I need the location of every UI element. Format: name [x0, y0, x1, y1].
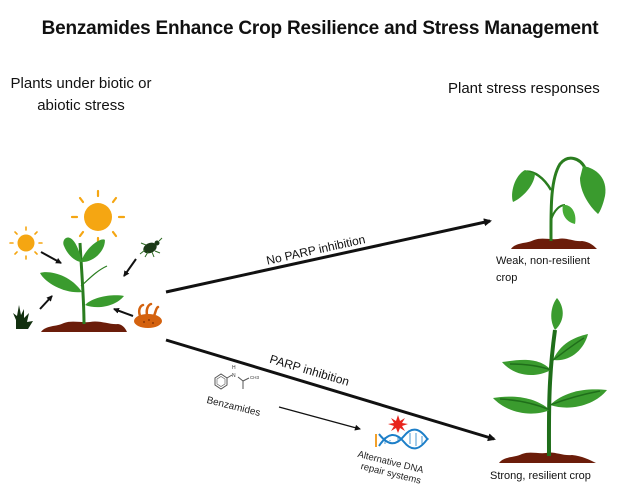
- weed-icon: [13, 305, 33, 329]
- dna-helix-icon: [375, 428, 429, 450]
- structure-n-label: N: [232, 373, 236, 379]
- insect-icon: [139, 237, 163, 258]
- benzamide-structure-icon: [214, 373, 250, 390]
- no-parp-inhibition-arrow: [165, 218, 492, 294]
- stressed-plant-icon: [40, 237, 127, 332]
- left-heading-line-2: abiotic stress: [37, 97, 125, 114]
- stress-arrow-pathogen: [113, 307, 134, 317]
- structure-ch3-label: CH3: [250, 375, 259, 380]
- large-sun-icon: [70, 189, 126, 245]
- left-panel-heading: Plants under biotic or abiotic stress: [6, 73, 156, 117]
- parp-inhibition-arrow: [165, 338, 496, 442]
- structure-h-label: H: [232, 365, 236, 371]
- diagram-title: Benzamides Enhance Crop Resilience and S…: [41, 18, 599, 39]
- stress-arrow-insect: [123, 258, 137, 277]
- pathogen-icon: [134, 302, 162, 328]
- stress-arrow-small-sun: [40, 251, 62, 264]
- small-sun-icon: [9, 226, 43, 260]
- weak-label-line-1: Weak, non-resilient: [496, 255, 590, 267]
- dna-damage-burst-icon: [388, 415, 408, 433]
- weak-plant-icon: [511, 156, 606, 249]
- strong-plant-icon: [493, 298, 607, 463]
- stress-arrow-weed: [39, 295, 53, 310]
- left-heading-line-1: Plants under biotic or: [10, 75, 152, 92]
- strong-crop-label: Strong, resilient crop: [490, 470, 591, 482]
- benzamide-to-dna-arrow: [278, 406, 361, 431]
- weak-crop-label: Weak, non-resilient crop: [496, 253, 640, 287]
- right-panel-heading: Plant stress responses: [448, 80, 600, 97]
- weak-label-line-2: crop: [496, 272, 518, 284]
